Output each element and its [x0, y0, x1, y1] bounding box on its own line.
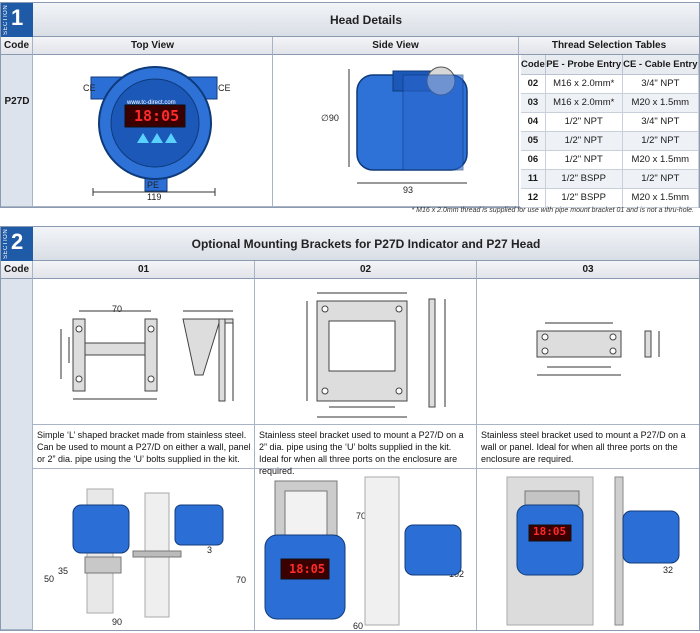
section-1-title: Head Details	[329, 13, 403, 27]
b02-dim-60: 60	[353, 621, 364, 631]
bracket-02-drawing-cell	[255, 279, 477, 425]
thread-code: 02	[521, 74, 546, 94]
thread-table-header: Code PE - Probe Entry CE - Cable Entry	[521, 55, 700, 75]
section-2-title: Optional Mounting Brackets for P27D Indi…	[191, 237, 541, 251]
b01-dim-50: 50	[44, 574, 55, 584]
bracket-01-photo-cell	[33, 469, 255, 630]
ce-left-label: CE	[83, 83, 96, 93]
section-label: SECTION	[3, 4, 9, 35]
header-thread-tables: Thread Selection Tables	[519, 37, 699, 55]
header-bracket-01: 01	[33, 261, 255, 279]
width-119-label: 119	[147, 192, 162, 202]
pe-label: PE	[147, 180, 160, 190]
code-column	[1, 279, 33, 630]
bracket-01-photo	[72, 488, 224, 618]
bracket-01-drawing-cell	[33, 279, 255, 425]
section-number: 1	[11, 5, 24, 30]
bracket-03-drawing-cell	[477, 279, 699, 425]
bracket-01-desc-cell	[33, 425, 255, 469]
thread-pe: 1/2" BSPP	[545, 188, 623, 208]
thread-ce: M20 x 1.5mm	[622, 150, 700, 170]
diameter-label: ∅90	[321, 113, 339, 123]
thread-header-pe: PE - Probe Entry	[545, 55, 623, 75]
depth-93-label: 93	[403, 185, 414, 195]
section-2-tab: SECTION 2	[1, 227, 33, 261]
thread-pe: 1/2" NPT	[545, 131, 623, 151]
row-code-p27d: P27D	[4, 96, 30, 107]
thread-pe: M16 x 2.0mm*	[545, 74, 623, 94]
led-display: 18:05	[134, 107, 180, 125]
section-1-tab: SECTION 1	[1, 3, 33, 37]
thread-pe: 1/2" BSPP	[545, 169, 623, 189]
thread-ce: 3/4" NPT	[622, 74, 700, 94]
thread-ce: 3/4" NPT	[622, 112, 700, 132]
header-top-view: Top View	[33, 37, 273, 55]
bracket-01-description: Simple ‘L’ shaped bracket made from stai…	[37, 430, 251, 464]
section-2: SECTION 2 Optional Mounting Brackets for…	[0, 226, 700, 631]
thread-ce: M20 x 1.5mm	[622, 188, 700, 208]
thread-header-code: Code	[521, 55, 546, 75]
b02-dim-70-top: 70	[356, 511, 367, 521]
bracket-03-photo	[506, 476, 680, 626]
thread-selection-table: Code PE - Probe Entry CE - Cable Entry 0…	[521, 55, 700, 208]
thread-pe: M16 x 2.0mm*	[545, 93, 623, 113]
b03-dim-32: 32	[663, 565, 674, 575]
top-view-drawing	[90, 66, 218, 196]
code-column	[1, 55, 33, 207]
thread-code: 12	[521, 188, 546, 208]
bracket-02-photo-cell	[255, 469, 477, 630]
thread-code: 06	[521, 150, 546, 170]
b02-led-display: 18:05	[289, 562, 326, 576]
side-view-cell	[273, 55, 519, 207]
thread-ce: 1/2" NPT	[622, 169, 700, 189]
thread-code: 05	[521, 131, 546, 151]
top-view-cell	[33, 55, 273, 207]
bracket-02-description: Stainless steel bracket used to mount a …	[259, 430, 464, 476]
section-label: SECTION	[3, 228, 9, 259]
bracket-02-drawing	[306, 292, 446, 418]
device-site-text: www.tc-direct.com	[127, 100, 176, 106]
b01-dim-70: 70	[112, 304, 123, 314]
header-bracket-02: 02	[255, 261, 477, 279]
thread-pe: 1/2" NPT	[545, 150, 623, 170]
bracket-03-description: Stainless steel bracket used to mount a …	[481, 430, 686, 464]
thread-pe: 1/2" NPT	[545, 112, 623, 132]
thread-ce: 1/2" NPT	[622, 131, 700, 151]
bracket-01-drawing	[60, 310, 234, 402]
thread-footnote: * M16 x 2.0mm thread is supplied for use…	[411, 207, 695, 214]
header-code: Code	[1, 261, 33, 279]
bracket-03-desc-cell	[477, 425, 699, 469]
thread-header-ce: CE - Cable Entry	[622, 55, 700, 75]
header-side-view: Side View	[273, 37, 519, 55]
header-bracket-03: 03	[477, 261, 699, 279]
b01-dim-90: 90	[112, 617, 123, 627]
section-1: SECTION 1 Head Details Code Top View Sid…	[0, 2, 700, 208]
bracket-02-desc-cell	[255, 425, 477, 469]
b01-dim-35: 35	[58, 566, 69, 576]
bracket-03-drawing	[536, 322, 660, 376]
ce-right-label: CE	[218, 83, 231, 93]
side-view-drawing	[348, 66, 468, 184]
section-1-title-bar: Head Details	[33, 3, 699, 37]
section-number: 2	[11, 229, 24, 254]
b01-side-70: 70	[236, 575, 247, 585]
thread-ce: M20 x 1.5mm	[622, 93, 700, 113]
b03-led-display: 18:05	[533, 525, 567, 538]
thread-code: 03	[521, 93, 546, 113]
bracket-02-photo	[264, 476, 462, 626]
thread-code: 04	[521, 112, 546, 132]
header-code: Code	[1, 37, 33, 55]
b01-side-3: 3	[207, 545, 213, 555]
thread-code: 11	[521, 169, 546, 189]
section-2-title-bar: Optional Mounting Brackets for P27D Indi…	[33, 227, 699, 261]
